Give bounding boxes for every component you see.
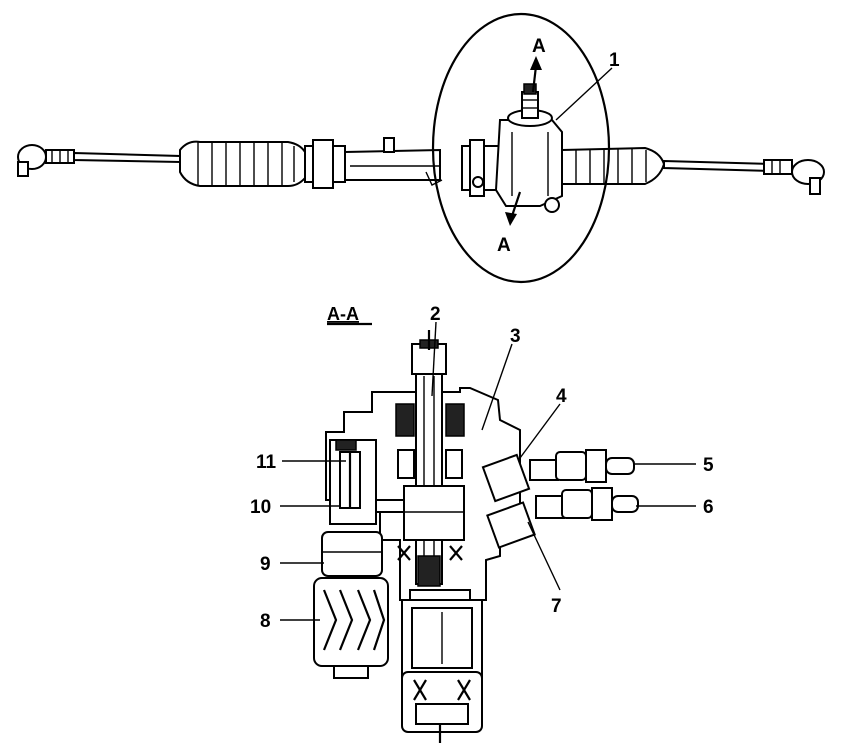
callout-7: 7 [551, 596, 562, 617]
actuator-body [321, 531, 383, 577]
callout-4: 4 [556, 386, 567, 407]
section-arrow-top [530, 56, 542, 93]
left-boot [179, 140, 306, 187]
solenoid-valve [329, 439, 405, 525]
detail-ellipse [431, 12, 611, 284]
leader-1 [555, 67, 613, 121]
callout-5: 5 [703, 455, 714, 476]
section-marker-bottom: A [497, 235, 511, 256]
left-tie-rod-end [17, 144, 75, 177]
valve-sleeve [403, 485, 465, 541]
callout-1: 1 [609, 50, 620, 71]
right-boot [561, 146, 666, 185]
callout-9: 9 [260, 554, 271, 575]
callout-2: 2 [430, 304, 441, 325]
section-title: A-A [327, 304, 359, 324]
callout-8: 8 [260, 611, 271, 632]
solenoid-coil [313, 577, 389, 679]
steering-rack-assembly: A A 1 [17, 12, 825, 284]
valve-body [461, 83, 563, 213]
section-view-a-a: A-A [250, 304, 714, 743]
callout-3: 3 [510, 326, 521, 347]
leader-lines [280, 321, 696, 621]
bearings [395, 403, 465, 561]
callout-10: 10 [250, 497, 271, 518]
left-tie-rod [73, 151, 181, 164]
right-tie-rod [663, 159, 771, 173]
input-shaft [411, 330, 447, 587]
rack-housing [304, 137, 443, 189]
section-arrow-bottom [505, 191, 522, 226]
callout-6: 6 [703, 497, 714, 518]
right-tie-rod-end [763, 159, 825, 195]
callout-11: 11 [256, 452, 277, 473]
pinion-housing [401, 599, 483, 743]
port-fittings [481, 449, 639, 549]
section-marker-top: A [532, 36, 546, 57]
